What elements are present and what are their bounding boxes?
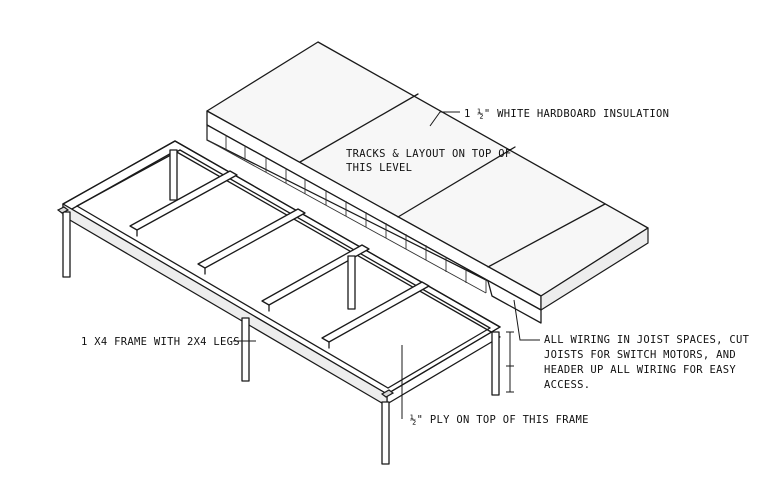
note-wiring-line-4: ACCESS.	[544, 379, 590, 391]
insulation-seam-1	[299, 93, 419, 163]
leg-middle-front	[241, 317, 250, 382]
frame-cross-members	[129, 170, 430, 349]
note-insulation: 1 ½" WHITE HARDBOARD INSULATION	[464, 108, 669, 120]
note-wiring-line-3: HEADER UP ALL WIRING FOR EASY	[544, 364, 736, 376]
upper-deck	[206, 41, 649, 324]
leg-front-left	[62, 211, 71, 278]
note-wiring-line-1: ALL WIRING IN JOIST SPACES, CUT	[544, 334, 750, 346]
note-frame: 1 X4 FRAME WITH 2X4 LEGS	[81, 336, 240, 348]
insulation-seam-3	[487, 203, 606, 268]
note-wiring-line-2: JOISTS FOR SWITCH MOTORS, AND	[544, 349, 736, 361]
lower-frame	[56, 140, 501, 465]
leg-front-right	[381, 401, 390, 465]
leader-lines	[233, 111, 540, 419]
leader-wiring	[513, 299, 540, 341]
leader-insulation	[429, 111, 460, 127]
leg-back-left	[169, 149, 178, 201]
note-tracks-line-2: THIS LEVEL	[346, 162, 412, 174]
leg-middle-back	[347, 255, 356, 310]
note-tracks-line-1: TRACKS & LAYOUT ON TOP OF	[346, 148, 512, 160]
note-ply: ½" PLY ON TOP OF THIS FRAME	[410, 414, 589, 426]
upper-deck-end	[540, 227, 649, 311]
annotations: 1 ½" WHITE HARDBOARD INSULATION TRACKS &…	[81, 108, 750, 426]
joist-bays	[206, 125, 487, 294]
insulation-seam-2	[397, 146, 516, 218]
frame-legs	[56, 149, 500, 465]
height-dimension	[506, 331, 514, 393]
leg-back-right	[491, 331, 500, 396]
